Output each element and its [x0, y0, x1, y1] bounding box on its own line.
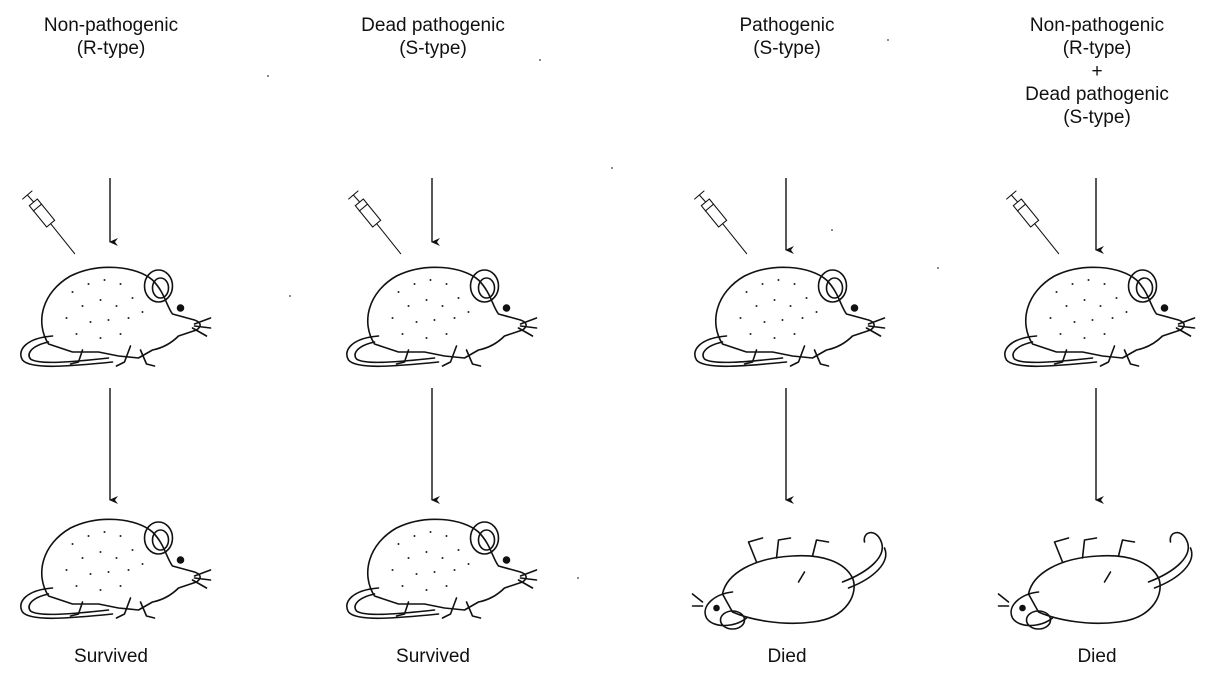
label-line: Non-pathogenic — [1, 14, 221, 37]
label-line: (R-type) — [987, 37, 1207, 60]
label-line: (R-type) — [1, 37, 221, 60]
label-line: + — [987, 60, 1207, 83]
panel-1: Non-pathogenic (R-type) Survived — [1, 0, 261, 677]
outcome-label: Survived — [1, 646, 221, 668]
label-line: Pathogenic — [677, 14, 897, 37]
label-line: Dead pathogenic — [323, 14, 543, 37]
label-line: Non-pathogenic — [987, 14, 1207, 37]
label-line: Dead pathogenic — [987, 83, 1207, 106]
panel-label: Non-pathogenic (R-type) + Dead pathogeni… — [987, 14, 1207, 129]
outcome-label: Died — [987, 646, 1207, 668]
outcome-label: Survived — [323, 646, 543, 668]
panel-label: Pathogenic (S-type) — [677, 14, 897, 60]
label-line: (S-type) — [323, 37, 543, 60]
panel-label: Non-pathogenic (R-type) — [1, 14, 221, 60]
panel-4: Non-pathogenic (R-type) + Dead pathogeni… — [987, 0, 1209, 677]
panel-label: Dead pathogenic (S-type) — [323, 14, 543, 60]
outcome-label: Died — [677, 646, 897, 668]
panel-2: Dead pathogenic (S-type) Survived — [323, 0, 583, 677]
panel-3: Pathogenic (S-type) Died — [677, 0, 937, 677]
label-line: (S-type) — [677, 37, 897, 60]
label-line: (S-type) — [987, 106, 1207, 129]
